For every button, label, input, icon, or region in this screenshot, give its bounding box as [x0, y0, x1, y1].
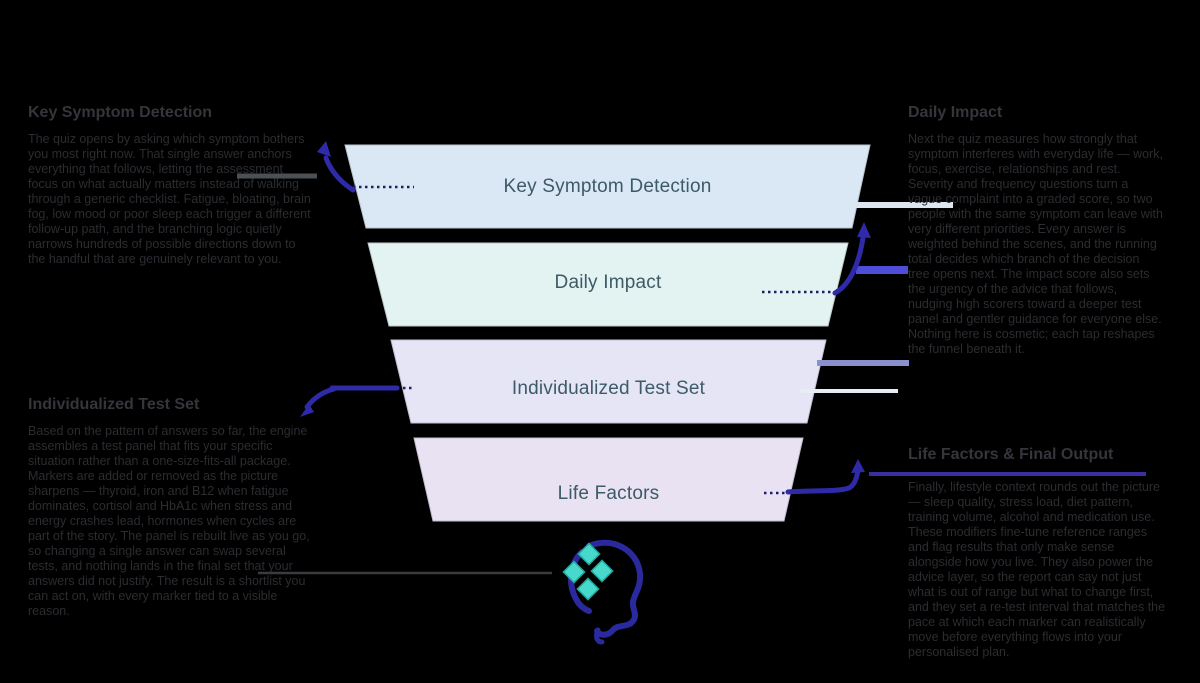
arrow-stage-2-curve	[832, 235, 866, 296]
stage-1-label: Key Symptom Detection	[503, 176, 712, 197]
arrow-stage-1-head	[317, 141, 331, 157]
annotation-bottom-right-heading: Life Factors & Final Output	[908, 446, 1114, 463]
arrow-stage-3-head	[300, 404, 314, 417]
arrow-stage-4-head	[851, 459, 865, 473]
annotation-top-right-heading: Daily Impact	[908, 104, 1003, 121]
annotation-top-left-body: The quiz opens by asking which symptom b…	[28, 132, 311, 266]
annotation-top-right: Daily Impact Next the quiz measures how …	[908, 104, 1164, 357]
stage-4-label: Life Factors	[557, 483, 660, 504]
annotation-top-right-body: Next the quiz measures how strongly that…	[908, 132, 1163, 356]
funnel-stage-2-shape	[367, 242, 849, 327]
funnel-stage-4-shape	[413, 437, 804, 522]
annotation-bottom-left-heading: Individualized Test Set	[28, 396, 200, 413]
annotation-bottom-left: Individualized Test Set Based on the pat…	[28, 396, 316, 619]
funnel-stage-3-shape	[390, 339, 827, 424]
annotation-bottom-left-body: Based on the pattern of answers so far, …	[28, 424, 310, 618]
stage-2-label: Daily Impact	[554, 272, 662, 293]
annotation-bottom-right-body: Finally, lifestyle context rounds out th…	[908, 480, 1166, 659]
arrow-stage-4-curve	[785, 467, 861, 495]
sparkle-diamonds-icon	[562, 542, 614, 601]
annotation-bottom-right: Life Factors & Final Output Finally, lif…	[908, 446, 1166, 660]
annotation-top-left-heading: Key Symptom Detection	[28, 104, 213, 121]
arrow-stage-1-curve	[323, 155, 356, 193]
stage-3-label: Individualized Test Set	[511, 378, 706, 399]
arrow-stage-2-head	[857, 222, 871, 238]
funnel-stage-1-shape	[344, 144, 871, 229]
annotation-top-left: Key Symptom Detection The quiz opens by …	[28, 104, 313, 267]
